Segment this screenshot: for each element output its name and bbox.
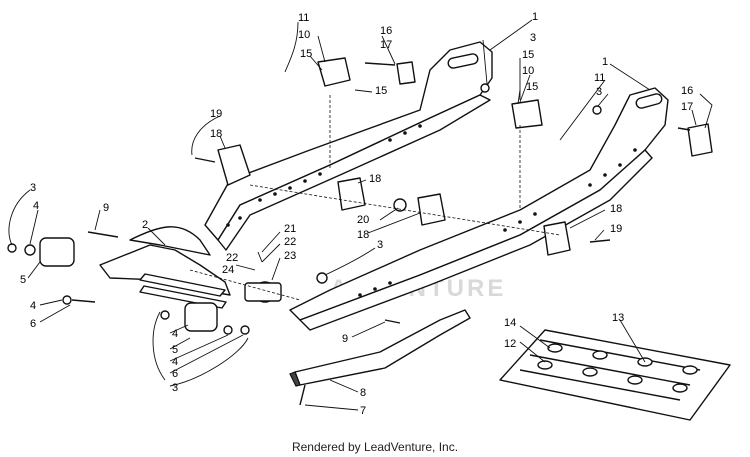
callout-22: 22	[226, 252, 238, 264]
callout-13: 13	[612, 312, 624, 324]
callout-labels: 11 10 15 15 16 17 1 3 15 10 15 1 11 3 16…	[20, 11, 693, 417]
front-rail-extension	[99, 226, 231, 296]
mount-bracket-top-right	[511, 99, 713, 157]
callout-18: 18	[357, 229, 369, 241]
callout-23: 23	[284, 250, 296, 262]
callout-15: 15	[526, 81, 538, 93]
callout-21: 21	[284, 223, 296, 235]
callout-7: 7	[360, 405, 366, 417]
callout-3: 3	[596, 86, 602, 98]
idler-wheels	[39, 237, 218, 332]
callout-11: 11	[594, 72, 605, 84]
callout-17: 17	[681, 101, 693, 113]
callout-4: 4	[172, 328, 178, 340]
callout-15: 15	[375, 85, 387, 97]
callout-14: 14	[504, 317, 516, 329]
leader-lines	[8, 19, 713, 411]
slide-rail-front	[289, 87, 669, 331]
callout-20: 20	[357, 214, 369, 226]
callout-24: 24	[222, 264, 234, 276]
fasteners	[7, 62, 691, 406]
callout-6: 6	[172, 368, 178, 380]
callout-11: 11	[298, 12, 309, 24]
track-clips	[537, 343, 698, 393]
callout-15: 15	[522, 49, 534, 61]
callout-3: 3	[377, 239, 383, 251]
footer-credit: Rendered by LeadVenture, Inc.	[291, 440, 459, 454]
callout-4: 4	[172, 356, 178, 368]
callout-18: 18	[610, 203, 622, 215]
mount-bracket-top-left	[317, 57, 416, 87]
callout-10: 10	[298, 29, 310, 41]
callout-3: 3	[530, 32, 536, 44]
callout-12: 12	[504, 338, 516, 350]
callout-3: 3	[172, 382, 178, 394]
callout-1: 1	[532, 11, 538, 23]
callout-16: 16	[380, 25, 392, 37]
callout-2: 2	[142, 219, 148, 231]
callout-1: 1	[602, 56, 608, 68]
callout-5: 5	[20, 274, 26, 286]
callout-19: 19	[610, 223, 622, 235]
callout-9: 9	[103, 202, 109, 214]
callout-9: 9	[342, 333, 348, 345]
callout-10: 10	[522, 65, 534, 77]
callout-15: 15	[300, 48, 312, 60]
callout-16: 16	[681, 85, 693, 97]
callout-18: 18	[369, 173, 381, 185]
alignment-lines	[189, 95, 561, 301]
callout-5: 5	[172, 344, 178, 356]
callout-4: 4	[33, 200, 39, 212]
callout-8: 8	[360, 387, 366, 399]
hyfax-wear-strip	[289, 309, 471, 387]
callout-6: 6	[30, 318, 36, 330]
callout-3: 3	[30, 182, 36, 194]
callout-18: 18	[210, 128, 222, 140]
callout-19: 19	[210, 108, 222, 120]
track-section	[499, 329, 731, 421]
idler-brackets	[217, 144, 571, 256]
callout-17: 17	[380, 39, 392, 51]
callout-22: 22	[284, 236, 296, 248]
callout-4: 4	[30, 300, 36, 312]
slide-rail-rear	[204, 41, 493, 251]
